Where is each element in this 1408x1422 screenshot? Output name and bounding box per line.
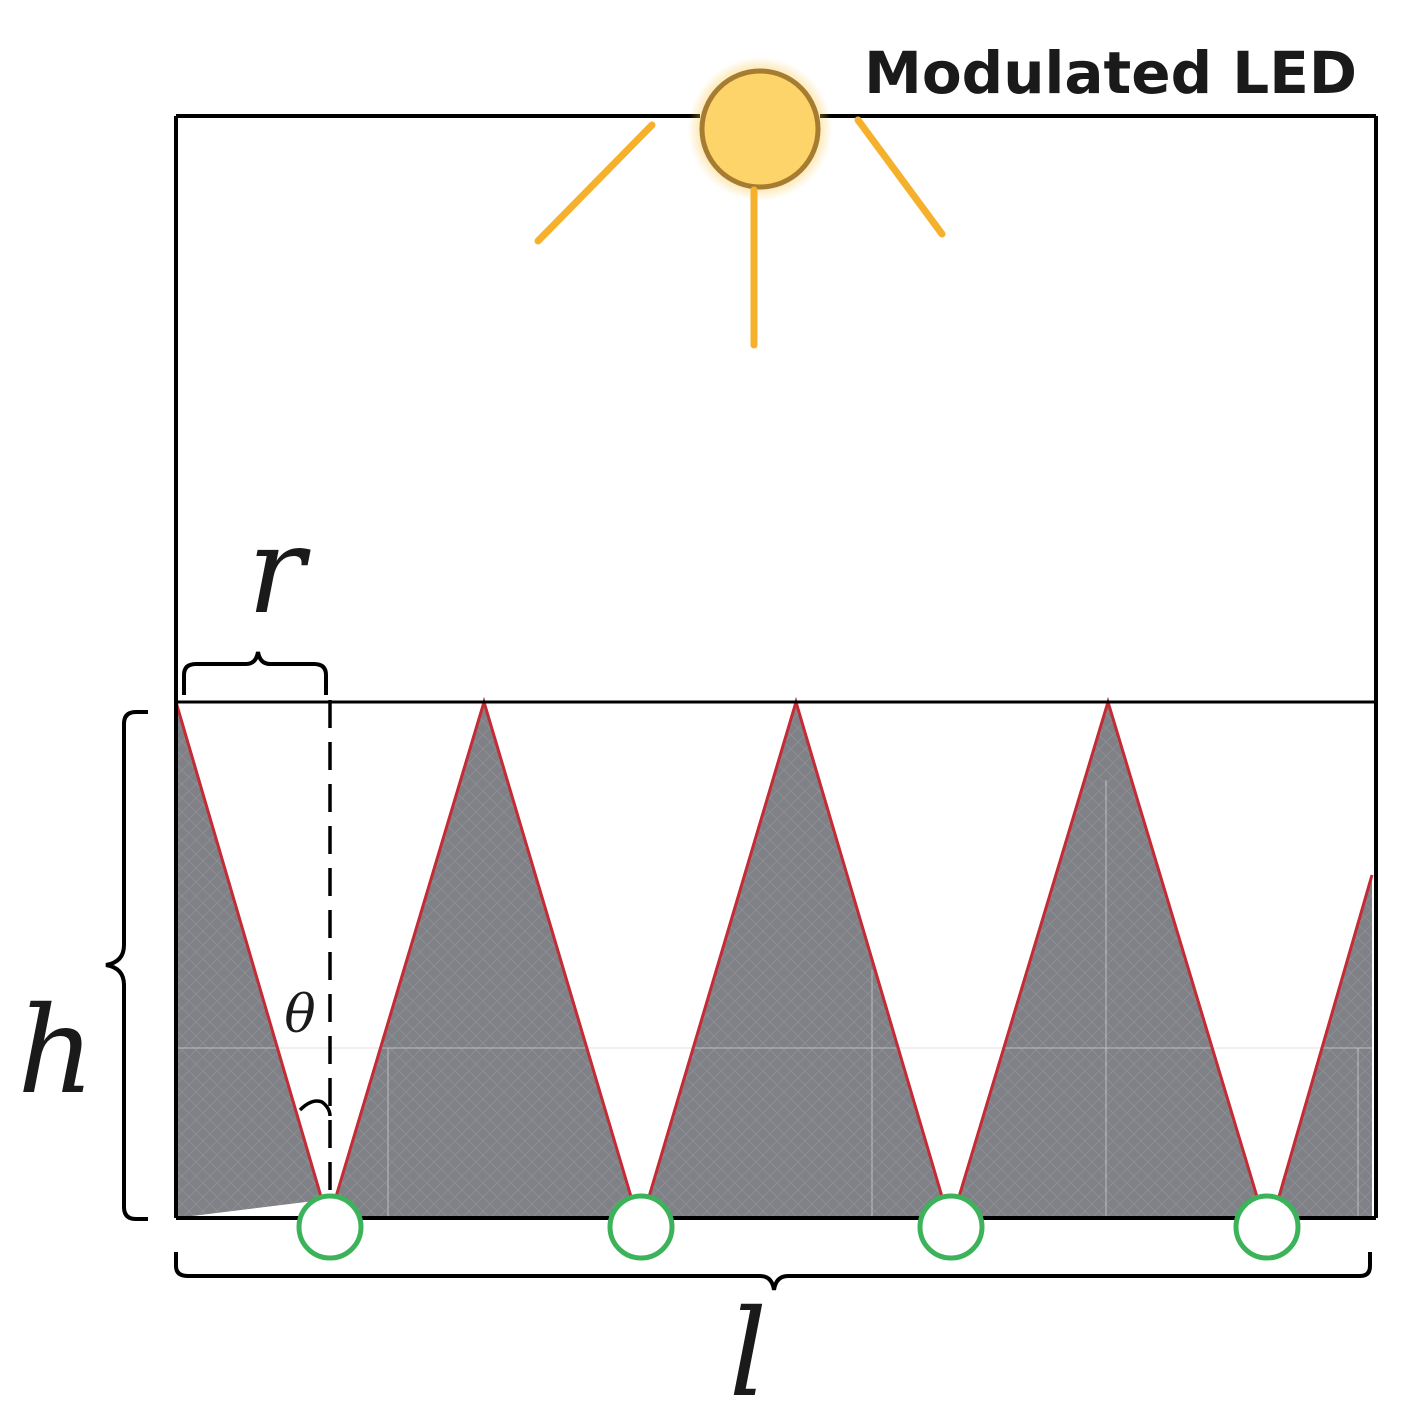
sensor-2 xyxy=(607,1193,675,1261)
ray-left xyxy=(534,121,656,245)
shade-2 xyxy=(648,702,943,1218)
led-label: Modulated LED xyxy=(864,39,1357,107)
brace-h xyxy=(105,710,148,1221)
h-label: h xyxy=(17,982,94,1121)
shaded-regions xyxy=(176,702,1372,1218)
brace-r xyxy=(182,651,328,695)
box-outline xyxy=(174,114,1378,1220)
theta-arc xyxy=(298,1099,332,1117)
brace-l xyxy=(174,1252,1372,1291)
theta-label: θ xyxy=(284,985,315,1045)
sensor-4 xyxy=(1233,1193,1301,1261)
led-icon xyxy=(534,57,946,349)
l-label: l xyxy=(729,1285,767,1422)
sensor-1 xyxy=(296,1193,364,1261)
r-label: r xyxy=(247,502,311,641)
shade-3 xyxy=(958,702,1258,1218)
sensors xyxy=(296,1193,1301,1261)
shade-1 xyxy=(335,702,632,1218)
ray-right xyxy=(854,116,946,238)
sensor-3 xyxy=(917,1193,985,1261)
